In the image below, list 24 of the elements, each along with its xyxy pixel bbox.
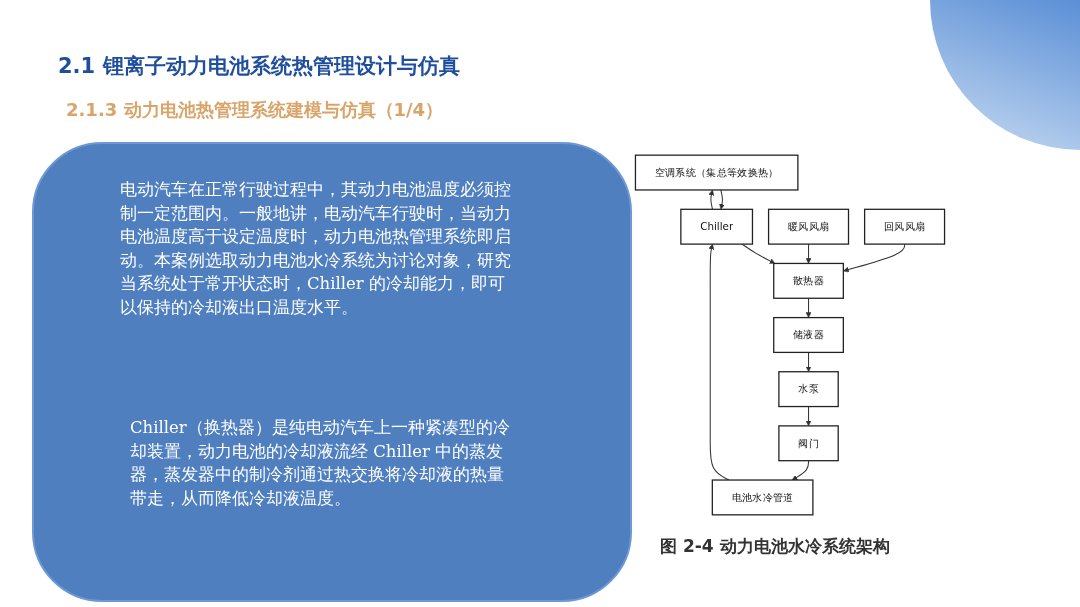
- node-box: 空调系统（集总等效换热）: [634, 154, 799, 191]
- arrow: [805, 406, 812, 427]
- node-box: 散热器: [773, 262, 844, 299]
- arrow: [805, 243, 812, 264]
- paragraph: 电动汽车在正常行驶过程中，其动力电池温度必须控制一定范围内。一般地讲，电动汽车行驶时，当动力电池温度高于设定温度时，动力电池热管理系统即启动。本案例选取动力电池水冷系统为讨论对象，研究当系统处于常开状态时，Chiller 的冷却能力，即可以保持的冷却液出口温度水平。: [120, 179, 512, 319]
- slide-title: 2.1 锂离子动力电池系统热管理设计与仿真: [58, 53, 460, 80]
- arrow: [843, 243, 906, 273]
- node-box: Chiller: [680, 208, 754, 245]
- arrow: [708, 189, 715, 210]
- node-box: 水泵: [778, 371, 839, 408]
- arrow: [708, 243, 730, 481]
- node-box: 暖风风扇: [767, 208, 850, 245]
- arrow: [791, 460, 810, 481]
- section-subtitle: 2.1.3 动力电池热管理系统建模与仿真（1/4）: [66, 98, 444, 122]
- node-box: 储液器: [773, 316, 844, 354]
- arrow: [805, 297, 812, 318]
- figure-caption: 图 2-4 动力电池水冷系统架构: [660, 535, 890, 558]
- arrow: [741, 243, 776, 264]
- node-box: 阀门: [778, 425, 839, 462]
- paragraph: Chiller（换热器）是纯电动汽车上一种紧凑型的冷却装置，动力电池的冷却液流经 Chiller 中的蒸发器，蒸发器中的制冷剂通过热交换将冷却液的热量带走，从而降低冷却液温度。: [130, 417, 510, 510]
- arrow: [805, 351, 812, 372]
- node-box: 电池水冷管道: [711, 479, 814, 516]
- node-box: 回风风扇: [863, 208, 946, 245]
- arrow: [719, 189, 725, 210]
